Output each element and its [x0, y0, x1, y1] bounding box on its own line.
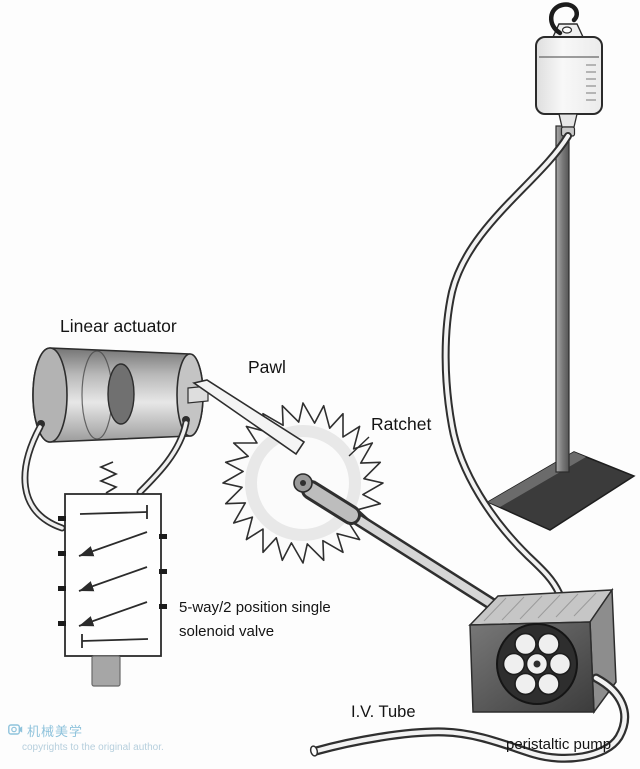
valve-ports [58, 516, 167, 626]
bag-body [535, 36, 603, 115]
pump-rollers [502, 632, 572, 696]
pawl-label: Pawl [248, 357, 286, 377]
linear-actuator-label: Linear actuator [60, 316, 177, 336]
solenoid-valve-label-line2: solenoid valve [179, 623, 275, 640]
ratchet-shading [245, 425, 361, 541]
pump-top-hatching [483, 592, 597, 622]
valve-symbol-lines [78, 505, 149, 648]
solenoid-valve-label-line1: 5-way/2 position single [179, 599, 331, 616]
bag-hanger-hole [561, 26, 573, 34]
actuator-valve-tubes [21, 419, 190, 532]
pawl-rod [192, 379, 306, 456]
pump-output-tube [309, 673, 630, 763]
ratchet-axle-dot [300, 480, 306, 486]
iv-tube-label: I.V. Tube [351, 703, 416, 721]
solenoid-valve [58, 461, 167, 687]
ratchet-leader-line [348, 436, 370, 457]
actuator-left-cap [32, 347, 68, 443]
watermark-brand-row: 机械美学 [8, 721, 164, 740]
ratchet-label: Ratchet [371, 414, 432, 434]
rotor-center-dot [533, 660, 541, 668]
iv-stand [486, 125, 636, 531]
iv-bag [535, 2, 603, 137]
peristaltic-pump-label: peristaltic pump [506, 736, 612, 753]
bag-neck [558, 113, 578, 128]
iv-tube-line [441, 132, 572, 597]
linear-actuator [32, 347, 209, 443]
drive-shaft [293, 473, 505, 615]
watermark-brand-text: 机械美学 [27, 724, 84, 739]
valve-stem [91, 655, 121, 687]
actuator-bore [107, 363, 135, 425]
valve-spring [98, 461, 119, 494]
bag-graduations [586, 64, 596, 101]
solenoid-valve-label: 5-way/2 position single solenoid valve [179, 596, 331, 644]
hanger-hook [549, 2, 580, 36]
stand-pole [555, 125, 570, 473]
peristaltic-pump [468, 587, 617, 715]
tube-open-end [309, 745, 319, 757]
stand-base [486, 451, 636, 531]
camera-icon [8, 723, 23, 738]
watermark: 机械美学 copyrights to the original author. [8, 721, 164, 753]
valve-body [64, 493, 162, 657]
watermark-copyright: copyrights to the original author. [22, 742, 164, 753]
